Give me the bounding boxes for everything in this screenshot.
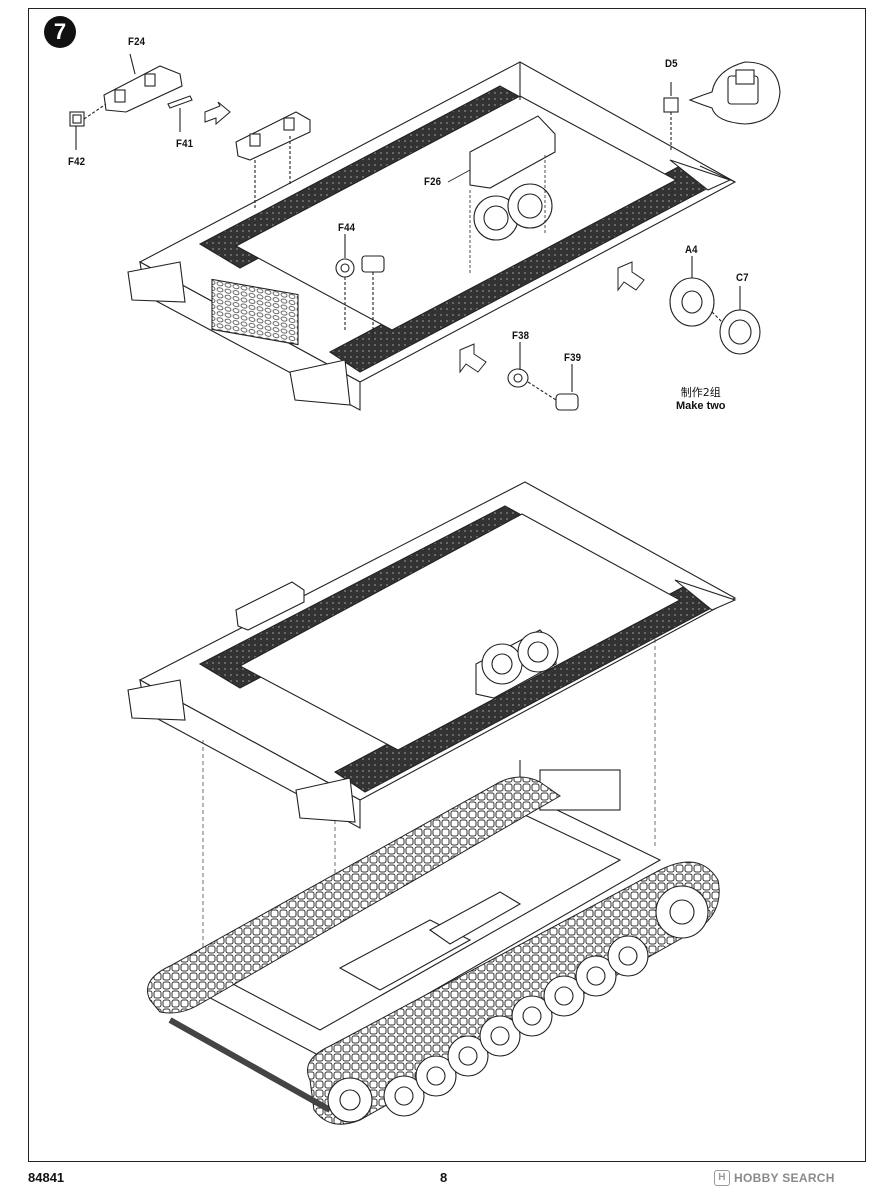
tracks <box>147 776 720 1125</box>
lower-hull-chassis <box>178 760 662 1057</box>
d5-detail <box>663 61 781 150</box>
watermark: H HOBBY SEARCH <box>714 1170 835 1186</box>
part-label-f26: F26 <box>424 176 442 188</box>
part-label-d5: D5 <box>665 58 678 70</box>
part-label-f39: F39 <box>564 352 582 364</box>
part-label-f24: F24 <box>128 36 146 48</box>
leader-lines <box>447 155 546 275</box>
part-label-c7: C7 <box>736 272 749 284</box>
chassis-road-wheels <box>327 885 709 1123</box>
step-number-badge: 7 <box>44 16 76 48</box>
f38-f39-parts <box>507 342 579 411</box>
top-road-wheels <box>469 115 556 241</box>
bottom-road-wheels <box>235 581 559 699</box>
watermark-text: HOBBY SEARCH <box>734 1171 835 1185</box>
upper-hull-bottom <box>127 481 737 829</box>
f44-parts <box>335 234 385 340</box>
page-number: 8 <box>440 1170 448 1185</box>
make-two-note-en: Make two <box>676 400 726 412</box>
hobby-search-logo-icon: H <box>714 1170 730 1186</box>
part-label-f44: F44 <box>338 222 356 234</box>
make-two-note-zh: 制作2组 <box>680 386 721 399</box>
suspension-brackets <box>69 53 311 210</box>
part-label-f42: F42 <box>68 156 86 168</box>
page-border <box>28 8 866 1162</box>
make-two-note: 制作2组 Make two <box>676 384 726 412</box>
part-label-f41: F41 <box>176 138 194 150</box>
part-label-f38: F38 <box>512 330 530 342</box>
a4-c7-wheels <box>669 256 761 355</box>
direction-arrows <box>204 101 645 374</box>
part-label-a4: A4 <box>685 244 698 256</box>
kit-number: 84841 <box>28 1170 65 1185</box>
